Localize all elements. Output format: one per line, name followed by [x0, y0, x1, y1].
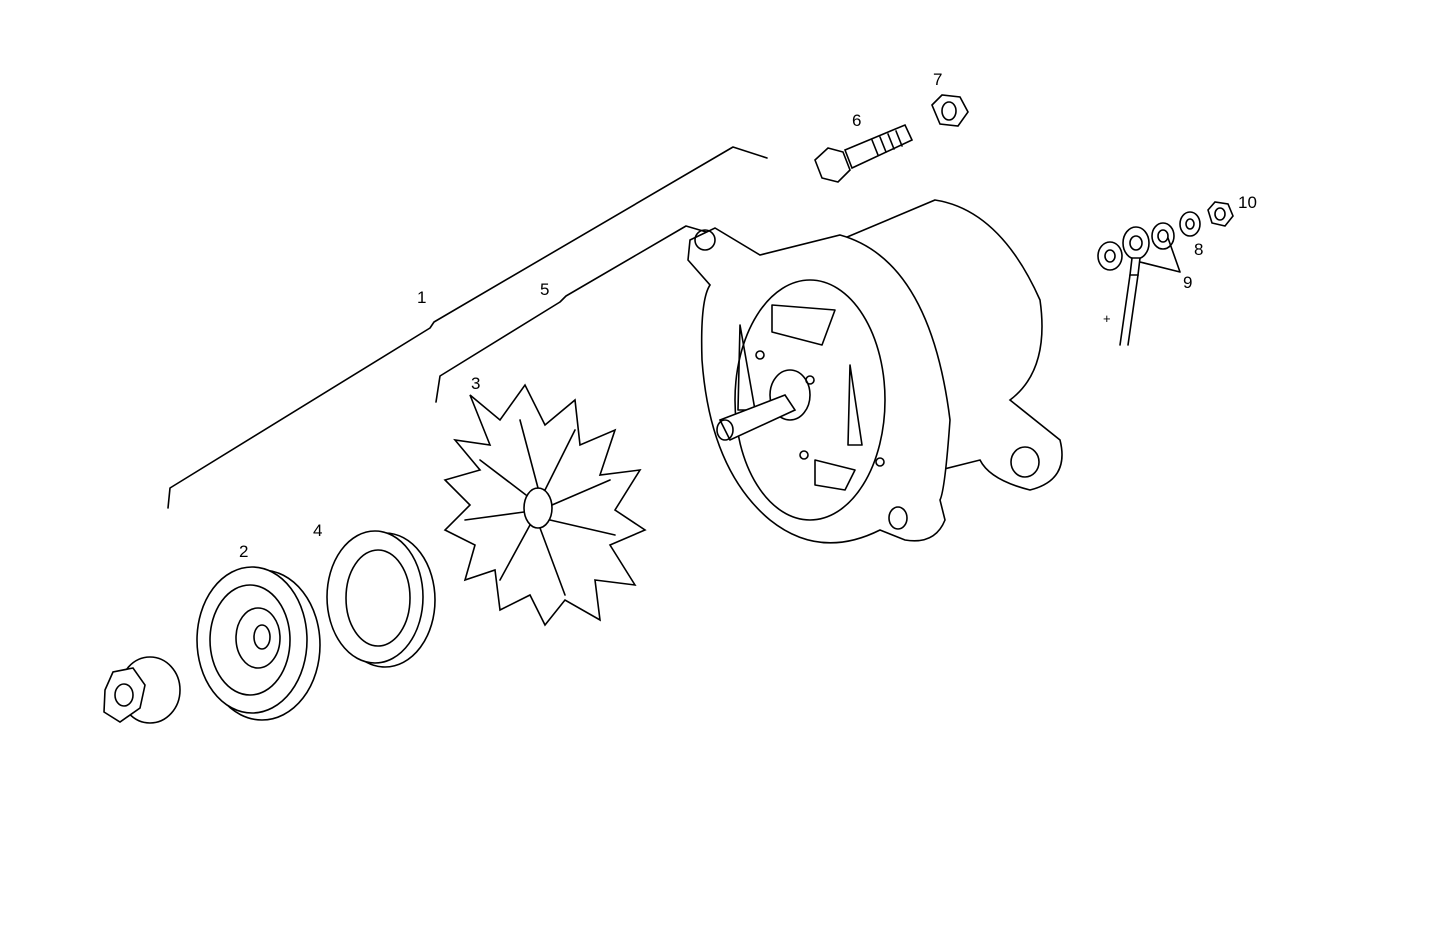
- fan: [443, 383, 647, 627]
- spacer-ring: [326, 530, 436, 668]
- callout-8: 8: [1194, 240, 1204, 259]
- callout-6: 6: [852, 111, 862, 130]
- group-bracket-1: [167, 146, 768, 509]
- callout-3: 3: [471, 374, 481, 393]
- callout-7: 7: [933, 70, 943, 89]
- callout-10: 10: [1238, 193, 1257, 212]
- group-bracket-5: [435, 225, 721, 403]
- callout-2: 2: [239, 542, 249, 561]
- alternator: [687, 199, 1063, 544]
- terminal-hardware: [1097, 201, 1234, 346]
- bolt: [814, 123, 914, 183]
- callout-4: 4: [313, 521, 323, 540]
- callout-9: 9: [1183, 273, 1193, 292]
- nut: [931, 94, 969, 127]
- callout-5: 5: [540, 280, 550, 299]
- polarity-plus-mark: +: [1103, 311, 1111, 326]
- pulley-nut: [103, 656, 181, 724]
- pulley: [196, 566, 321, 721]
- callout-1: 1: [417, 288, 427, 307]
